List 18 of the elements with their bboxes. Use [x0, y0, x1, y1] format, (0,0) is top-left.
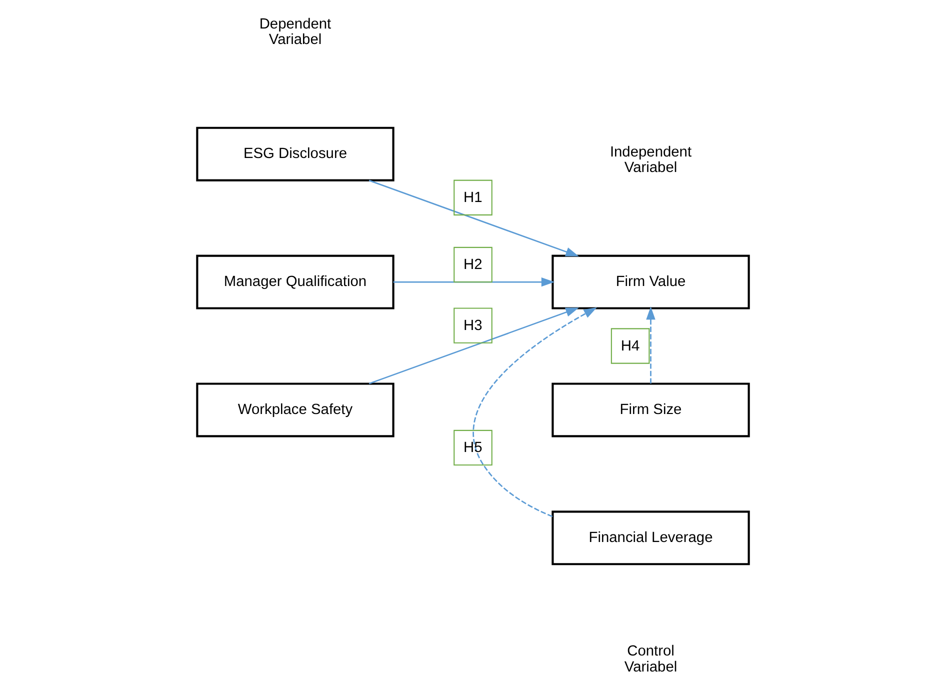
- label: Dependent Variabel: [258, 16, 331, 48]
- label: Independent Variabel: [609, 144, 692, 176]
- arrow: [472, 307, 596, 518]
- arrow: [368, 180, 578, 256]
- arrow: [368, 308, 578, 384]
- node-box: Firm Size: [551, 382, 750, 438]
- node-box: Workplace Safety: [196, 382, 394, 438]
- arrow: [646, 306, 655, 384]
- edge-label: H2: [463, 257, 482, 274]
- node-box: Firm Value: [551, 254, 750, 310]
- label: Control Variabel: [624, 644, 677, 676]
- node-box: Financial Leverage: [551, 510, 750, 566]
- edge-label: H3: [463, 318, 482, 334]
- node-box: ESG Disclosure: [196, 126, 394, 182]
- edge-label: H1: [463, 190, 482, 206]
- node-box: Manager Qualification: [196, 254, 394, 310]
- edge-label: H5: [463, 440, 482, 456]
- edge-label: H4: [620, 338, 640, 354]
